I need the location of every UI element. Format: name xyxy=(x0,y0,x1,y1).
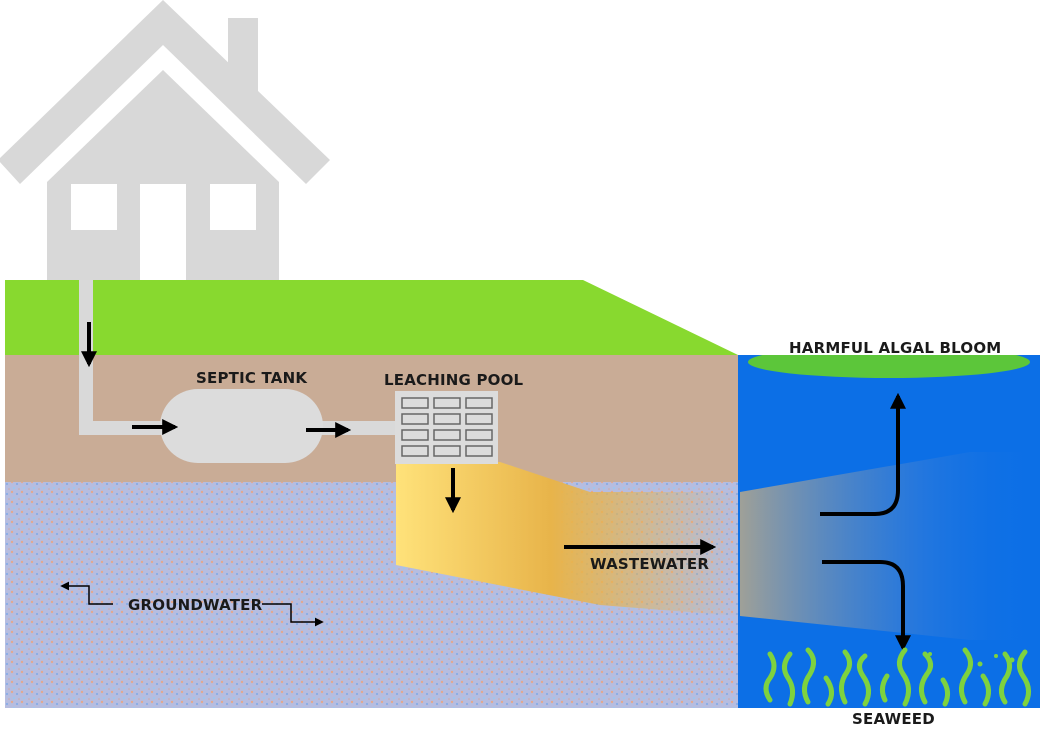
leaching-pool-label: LEACHING POOL xyxy=(384,371,524,389)
seaweed-dots xyxy=(928,652,1015,667)
septic-tank-label: SEPTIC TANK xyxy=(196,369,308,387)
grass-layer xyxy=(5,280,738,355)
wastewater-plume-ocean xyxy=(740,452,1040,640)
seaweed-label: SEAWEED xyxy=(852,710,935,728)
bloom-arrow xyxy=(820,392,906,516)
soil-layer xyxy=(5,355,740,482)
groundwater-label: GROUNDWATER xyxy=(128,596,263,614)
septic-tank xyxy=(160,389,323,463)
leaching-pool xyxy=(395,391,498,464)
wastewater-label: WASTEWATER xyxy=(590,555,710,573)
house-windows xyxy=(71,184,256,280)
groundwater-arrows xyxy=(60,581,324,627)
seaweed xyxy=(763,647,1031,707)
wastewater-plume xyxy=(396,462,740,616)
harmful-algal-bloom-label: HARMFUL ALGAL BLOOM xyxy=(789,339,1002,357)
seaweed-arrow xyxy=(822,560,911,652)
flow-arrows xyxy=(81,322,911,652)
